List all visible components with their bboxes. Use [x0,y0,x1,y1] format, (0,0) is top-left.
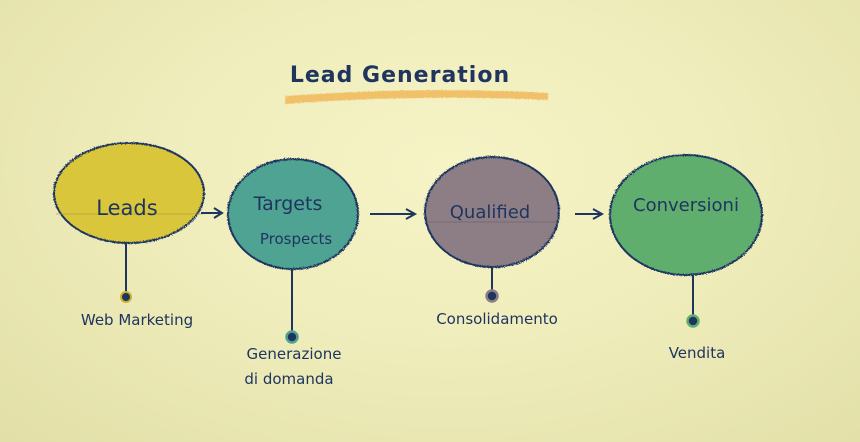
stage-conversioni: Conversioni Vendita [609,154,763,362]
stage-leads-label: Leads [96,196,157,220]
stage-targets-note-line1: Generazione [247,345,342,363]
title-highlight [285,90,548,104]
stage-targets-label: Targets [253,193,323,215]
stage-conversioni-note: Vendita [669,344,726,362]
stage-qualified-label: Qualified [450,202,530,223]
stage-leads-node [120,291,132,303]
stage-qualified-note: Consolidamento [436,310,558,328]
arrow-qualified-to-conversioni [575,208,605,220]
stage-targets-node [285,330,299,344]
stage-conversioni-label: Conversioni [633,195,739,216]
stage-leads: Leads Web Marketing [53,142,205,329]
stage-targets-sublabel: Prospects [260,230,332,248]
stage-leads-circle [53,142,205,244]
arrow-leads-to-targets [201,207,224,219]
stage-leads-note: Web Marketing [81,311,193,329]
arrow-targets-to-qualified [370,208,418,220]
stage-conversioni-circle [609,154,763,276]
stage-targets: Targets Prospects Generazione di domanda [227,158,359,388]
stage-conversioni-node [686,314,700,328]
stage-qualified-node [485,289,499,303]
stage-qualified: Qualified Consolidamento [424,156,560,328]
diagram-title: Lead Generation [290,63,510,88]
stage-targets-note-line2: di domanda [244,370,333,388]
